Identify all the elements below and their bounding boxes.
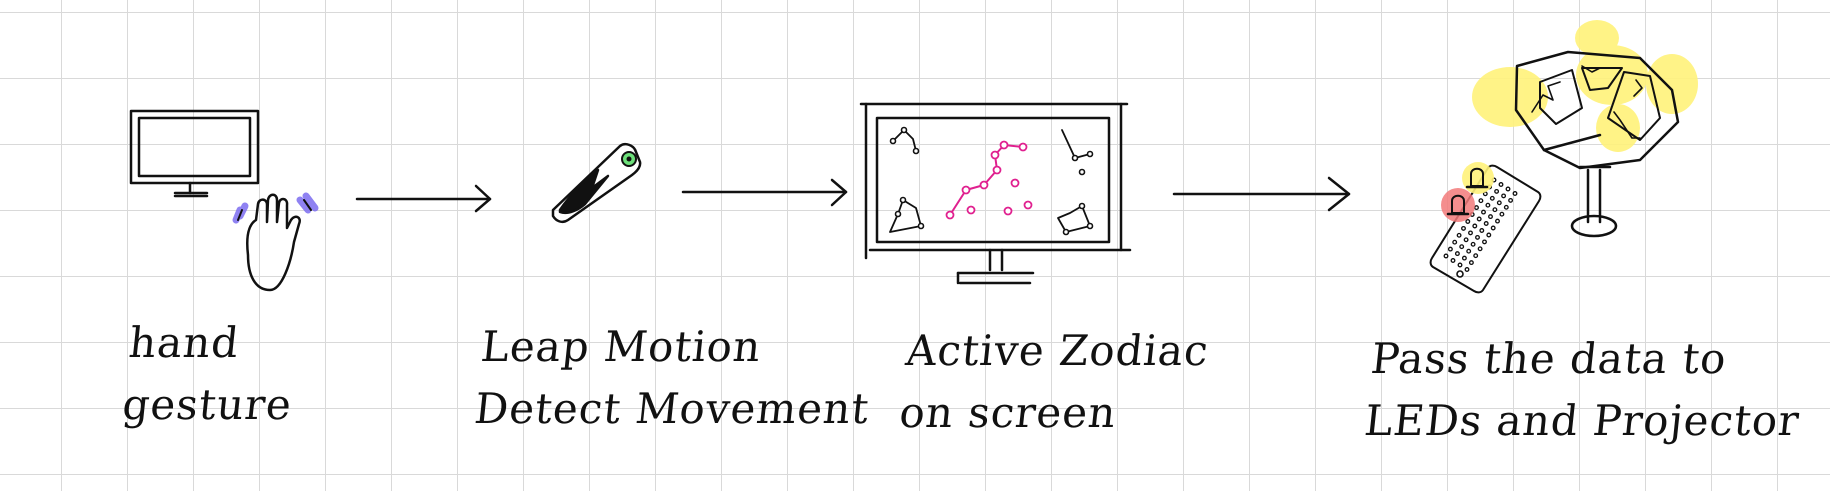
breadboard-hole (1452, 239, 1458, 245)
breadboard-hole (1466, 248, 1472, 254)
breadboard-hole (1512, 191, 1518, 196)
breadboard-hole (1496, 200, 1502, 206)
step-1-line-2: gesture (120, 380, 295, 429)
breadboard-hole (1492, 207, 1498, 213)
arrow-icon (355, 184, 492, 213)
breadboard-hole (1447, 246, 1453, 252)
zodiac-monitor-icon (859, 102, 1132, 285)
breadboard-hole (1450, 258, 1456, 263)
step-label-pass-data: Pass the data to LEDs and Projector (1361, 328, 1809, 452)
led-icon (1441, 162, 1494, 222)
leap-motion-icon (551, 143, 642, 224)
step-3-line-1: Active Zodiac (903, 326, 1212, 375)
breadboard-hole (1490, 225, 1496, 231)
breadboard-hole (1475, 234, 1480, 240)
breadboard-hole (1443, 253, 1449, 259)
breadboard-hole (1499, 211, 1505, 217)
breadboard-hole (1456, 232, 1462, 238)
breadboard-hole (1454, 251, 1460, 257)
breadboard-hole (1464, 267, 1470, 272)
breadboard-hole (1482, 239, 1487, 245)
step-2-line-1: Leap Motion (478, 322, 764, 371)
monitor-icon (129, 109, 260, 198)
breadboard-hole (1465, 219, 1471, 224)
step-1-line-1: hand (126, 318, 242, 367)
arrow-icon (681, 178, 848, 207)
breadboard-hole (1498, 182, 1504, 187)
breadboard-hole (1470, 241, 1476, 247)
breadboard-hole (1481, 209, 1486, 215)
breadboard-hole (1463, 237, 1469, 243)
breadboard-hole (1479, 228, 1485, 233)
breadboard-hole (1459, 244, 1465, 250)
breadboard-hole (1486, 232, 1492, 238)
breadboard-hole (1478, 198, 1484, 204)
breadboard-hole (1505, 186, 1511, 192)
step-3-line-2: on screen (897, 388, 1119, 437)
breadboard-hole (1474, 205, 1479, 211)
breadboard-hole (1495, 218, 1500, 224)
breadboard-hole (1461, 225, 1466, 231)
step-2-line-2: Detect Movement (472, 384, 872, 433)
breadboard-hole (1476, 216, 1482, 222)
breadboard-hole (1468, 230, 1473, 236)
step-4-line-1: Pass the data to (1368, 334, 1730, 383)
step-label-hand-gesture: hand gesture (119, 312, 301, 436)
breadboard-hole (1473, 253, 1479, 259)
breadboard-hole (1485, 202, 1491, 208)
step-label-leap-motion: Leap Motion Detect Movement (471, 316, 879, 440)
breadboard-hole (1461, 255, 1467, 261)
breadboard-hole (1477, 246, 1483, 252)
breadboard-hole (1501, 193, 1507, 199)
hand-icon (232, 192, 319, 292)
breadboard-hole (1489, 195, 1495, 201)
breadboard-hole (1494, 188, 1500, 194)
breadboard-hole (1472, 223, 1478, 229)
step-4-line-2: LEDs and Projector (1362, 396, 1803, 445)
breadboard-hole (1508, 197, 1514, 203)
arrow-icon (1172, 176, 1351, 212)
breadboard-hole (1503, 204, 1509, 210)
breadboard-hole (1457, 262, 1463, 268)
breadboard-hole (1488, 214, 1493, 220)
projector-dome-icon (1472, 20, 1698, 238)
breadboard-hole (1483, 221, 1489, 226)
breadboard-hole (1468, 260, 1474, 266)
step-label-active-zodiac: Active Zodiac on screen (896, 320, 1211, 444)
